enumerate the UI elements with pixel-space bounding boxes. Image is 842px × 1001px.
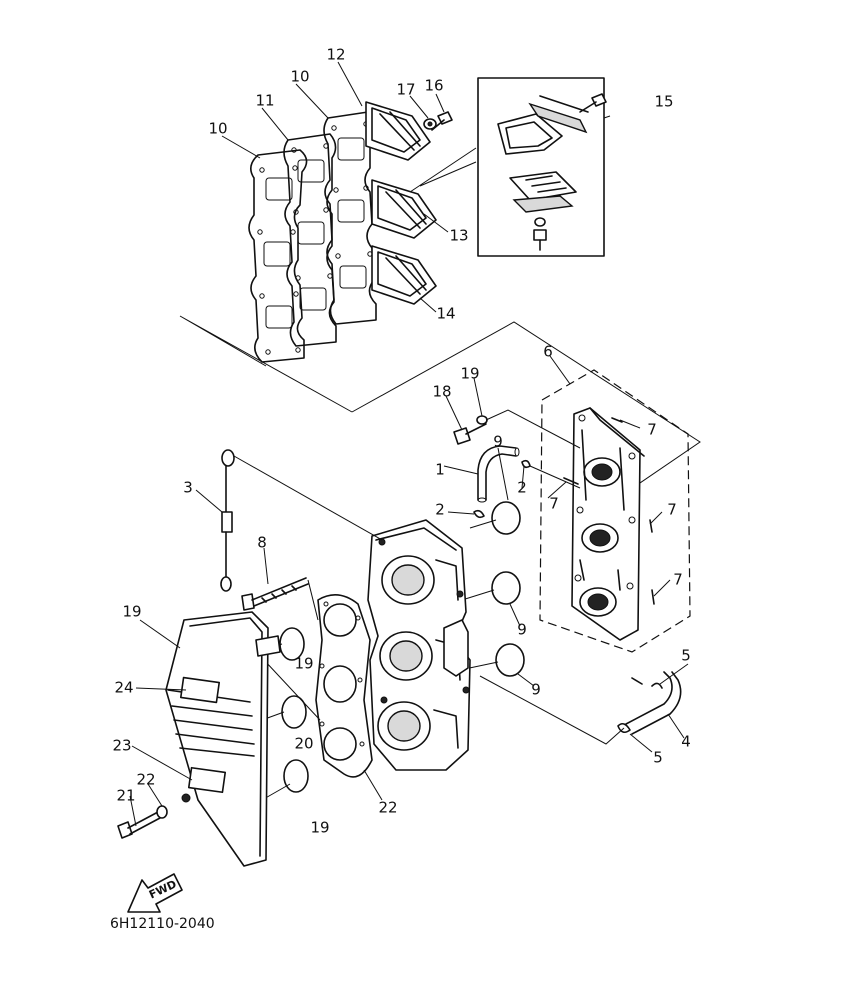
screw-14 — [431, 111, 453, 131]
clip-2b — [473, 509, 485, 519]
callout-14: 16 — [424, 77, 443, 95]
o-ring-9b — [491, 571, 521, 605]
pin-7b — [563, 477, 579, 485]
callout-9-mid: 9 — [517, 621, 527, 639]
callout-3: 3 — [183, 479, 193, 497]
clip-2a — [521, 459, 531, 469]
o-ring-9c — [495, 643, 525, 677]
callout-11: 11 — [255, 92, 274, 110]
callout-22: 22 — [378, 799, 397, 817]
pin-7c — [649, 519, 653, 533]
callout-7-c: 7 — [667, 501, 677, 519]
o-ring-19c — [283, 759, 309, 793]
link-rod-3 — [220, 449, 235, 592]
gasket-22 — [315, 594, 373, 778]
callout-19-bottom: 19 — [310, 819, 329, 837]
pin-7a — [611, 417, 623, 423]
silencer-cover-18 — [165, 611, 281, 867]
callout-8: 8 — [257, 534, 267, 552]
o-ring-9a — [491, 501, 521, 535]
callout-15: 17 — [396, 81, 415, 99]
clamp-5a — [631, 677, 663, 689]
callout-23: 23 — [112, 737, 131, 755]
callout-2-left: 2 — [435, 501, 445, 519]
callout-9-top: 9 — [493, 433, 503, 451]
o-ring-19b — [281, 695, 307, 729]
detail-inset-box — [477, 77, 607, 257]
gasket-left — [248, 149, 308, 363]
o-ring-19a — [279, 627, 305, 661]
callout-6: 6 — [543, 343, 553, 361]
bolt-20 — [117, 811, 161, 839]
callout-2-right: 2 — [517, 479, 527, 497]
reed-valve-middle — [371, 179, 437, 239]
callout-12-mid: 13 — [449, 227, 468, 245]
callout-21: 22 — [136, 771, 155, 789]
callout-24: 24 — [114, 679, 133, 697]
callout-12-top: 12 — [326, 46, 345, 64]
callout-5-bottom: 5 — [653, 749, 663, 767]
callout-10-right: 10 — [290, 68, 309, 86]
callout-4: 4 — [681, 733, 691, 751]
reed-valve-top — [365, 101, 431, 161]
fwd-direction-arrow: FWD — [127, 873, 183, 913]
callout-1: 1 — [435, 461, 445, 479]
washer-17 — [476, 415, 488, 425]
hose-4 — [625, 671, 682, 735]
callout-17: 19 — [460, 365, 479, 383]
pin-7d — [651, 589, 655, 605]
callout-19-top: 19 — [294, 655, 313, 673]
bolt-8 — [241, 577, 309, 611]
callout-19-mid: 20 — [294, 735, 313, 753]
callout-20: 21 — [116, 787, 135, 805]
reed-valve-bottom — [371, 245, 437, 305]
intake-manifold — [571, 407, 645, 641]
callout-leaders — [129, 61, 689, 827]
washer-21 — [156, 805, 168, 819]
callout-7-b: 7 — [549, 495, 559, 513]
callout-12-bottom: 14 — [436, 305, 455, 323]
callout-labels: 12 10 11 10 17 16 15 13 14 6 18 19 7 1 2… — [112, 46, 690, 837]
hose-1 — [477, 445, 520, 503]
bolt-16 — [453, 423, 487, 445]
manifold-dashed-box — [539, 369, 691, 653]
carburetor-assembly — [367, 519, 471, 771]
callout-18: 19 — [122, 603, 141, 621]
callout-5-top: 5 — [681, 647, 691, 665]
callout-13: 15 — [654, 93, 673, 111]
callout-10-left: 10 — [208, 120, 227, 138]
callout-9-bottom: 9 — [531, 681, 541, 699]
washer-15 — [423, 118, 437, 130]
callout-7-a: 7 — [647, 421, 657, 439]
callout-7-d: 7 — [673, 571, 683, 589]
diagram-code: 6H12110-2040 — [110, 916, 215, 932]
callout-16: 18 — [432, 383, 451, 401]
